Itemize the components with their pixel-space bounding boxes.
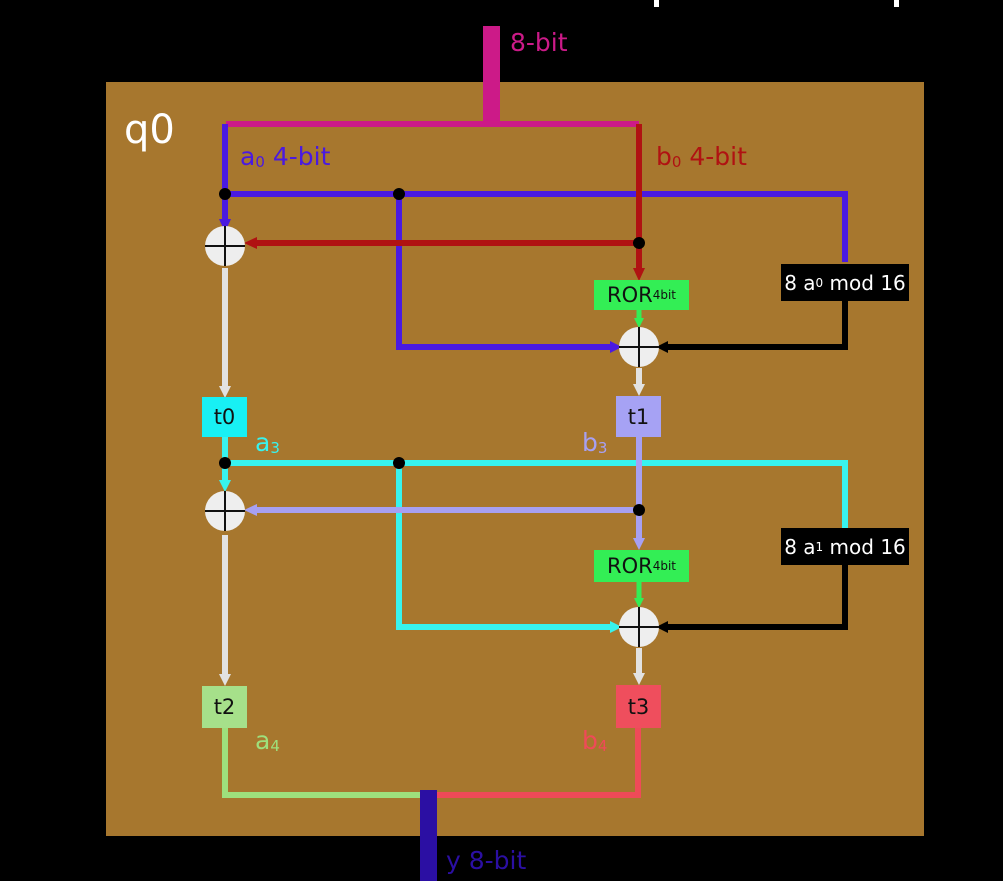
t0-arrowhead	[219, 386, 231, 398]
xor-node	[205, 226, 245, 266]
a0-arrowhead-xor	[610, 341, 622, 353]
input-label: 8-bit	[510, 28, 568, 57]
mod-a0-arrowhead	[656, 341, 668, 353]
xor-node	[205, 491, 245, 531]
junction-dot	[633, 237, 645, 249]
a0-arrowhead-down	[219, 219, 231, 232]
ror-out-arrowhead	[634, 318, 644, 328]
mod-a1-wire	[666, 564, 848, 630]
a4-label: a4	[255, 726, 280, 755]
b0-arrowhead-xor	[244, 237, 257, 249]
ror2-out-arrowhead	[634, 598, 644, 608]
a3-wire-horizontal	[225, 460, 848, 528]
b0-arrowhead-ror	[633, 268, 645, 281]
mod-a0-wire	[666, 300, 848, 350]
xor-node	[619, 607, 659, 647]
mod-a1-arrowhead	[656, 621, 668, 633]
register-t3: t3	[616, 685, 661, 728]
junction-dot	[393, 188, 405, 200]
b3-arrowhead-ror	[633, 538, 645, 550]
a3-arrowhead-xor	[610, 621, 622, 633]
a0-wire-horizontal	[225, 191, 848, 262]
block-title: q0	[124, 107, 175, 153]
a3-label: a3	[255, 428, 280, 457]
header-partial-glyphs	[654, 0, 899, 7]
junction-dot	[393, 457, 405, 469]
junction-dot	[219, 188, 231, 200]
xor-node	[619, 327, 659, 367]
register-t0: t0	[202, 397, 247, 437]
b4-label: b4	[582, 726, 608, 755]
green-output-wire	[222, 727, 428, 798]
register-t1: t1	[616, 396, 661, 437]
b3-arrowhead-xor	[244, 504, 257, 516]
register-t2: t2	[202, 686, 247, 728]
t0-arrowhead-down	[219, 480, 231, 492]
b3-label: b3	[582, 428, 608, 457]
junction-dot	[219, 457, 231, 469]
t1-arrowhead	[633, 384, 645, 396]
a0-label: a0 4-bit	[240, 142, 331, 171]
output-label: y 8-bit	[446, 846, 527, 875]
junction-dot	[633, 504, 645, 516]
output-bus	[420, 790, 437, 881]
b0-label: b0 4-bit	[656, 142, 747, 171]
red-output-wire	[428, 727, 641, 798]
t2-arrowhead	[219, 674, 231, 686]
input-bus	[483, 26, 500, 124]
t3-arrowhead	[633, 673, 645, 685]
a3-wire-to-xor	[396, 463, 612, 630]
